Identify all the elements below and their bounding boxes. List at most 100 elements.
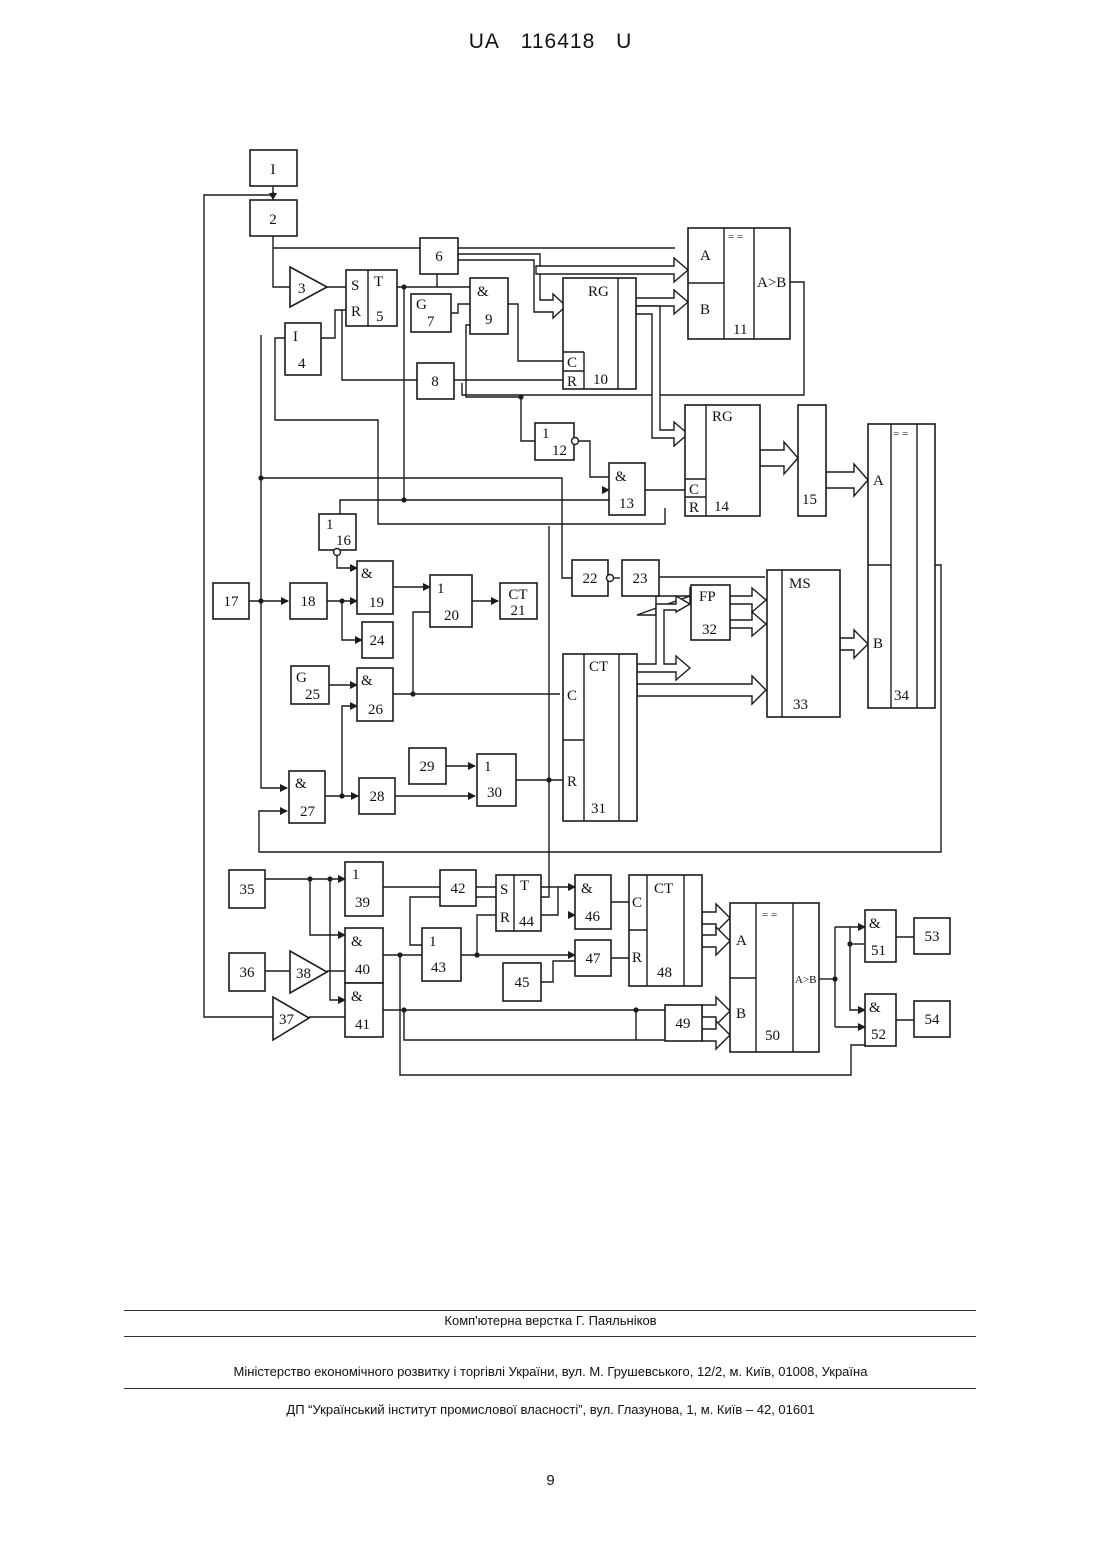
and-gate-41-label: 41 xyxy=(355,1017,370,1033)
block-29-label: 29 xyxy=(420,759,435,775)
or-gate-43-symbol: 1 xyxy=(429,934,437,950)
block-24: 24 xyxy=(362,622,393,658)
comparator-11: A B = = A>B 11 xyxy=(688,228,790,339)
register-14-c: C xyxy=(689,482,699,498)
and-gate-51-symbol: & xyxy=(869,916,881,932)
counter-48-ct: CT xyxy=(654,881,673,897)
and-gate-40-symbol: & xyxy=(351,934,363,950)
and-gate-41-symbol: & xyxy=(351,989,363,1005)
and-gate-40-label: 40 xyxy=(355,962,370,978)
and-gate-26-label: 26 xyxy=(368,702,384,718)
and-gate-19-label: 19 xyxy=(369,595,384,611)
trigger-44-r: R xyxy=(500,910,510,926)
or-gate-20-symbol: 1 xyxy=(437,581,445,597)
register-10: RG C R 10 xyxy=(563,278,636,390)
and-gate-46: & 46 xyxy=(575,875,611,929)
and-gate-26-symbol: & xyxy=(361,673,373,689)
counter-48-label: 48 xyxy=(657,965,672,981)
bus-arrow xyxy=(637,676,766,704)
and-gate-52-label: 52 xyxy=(871,1027,886,1043)
generator-25: G 25 xyxy=(291,666,329,704)
register-10-r: R xyxy=(567,374,577,390)
or-gate-43: 1 43 xyxy=(422,928,461,981)
block-2-label: 2 xyxy=(269,212,277,228)
generator-7-g: G xyxy=(416,297,427,313)
wire xyxy=(273,236,290,287)
block-15-label: 15 xyxy=(802,492,817,508)
generator-25-g: G xyxy=(296,670,307,686)
generator-7: G 7 xyxy=(411,294,451,332)
footer-ministry: Міністерство економічного розвитку і тор… xyxy=(0,1364,1101,1379)
or-gate-39-symbol: 1 xyxy=(352,867,360,883)
block-54-label: 54 xyxy=(925,1012,941,1028)
junction-dot xyxy=(474,952,479,957)
block-15: 15 xyxy=(798,405,826,516)
block-1: I xyxy=(250,150,297,186)
trigger-5-r: R xyxy=(351,304,361,320)
and-gate-41: & 41 xyxy=(345,983,383,1037)
wire xyxy=(310,879,345,935)
junction-dot xyxy=(258,598,263,603)
counter-31: CT C R 31 xyxy=(563,654,637,821)
block-17: 17 xyxy=(213,583,249,619)
block-28: 28 xyxy=(359,778,395,814)
or-gate-12-label: 12 xyxy=(552,443,567,459)
block-49-label: 49 xyxy=(676,1016,691,1032)
arrow-head xyxy=(491,597,499,605)
arrow-head xyxy=(468,762,476,770)
footer-rule xyxy=(124,1388,976,1389)
or-gate-4: I 4 xyxy=(285,323,321,375)
wire xyxy=(330,879,345,1000)
junction-dot xyxy=(339,598,344,603)
counter-21-label: 21 xyxy=(511,603,526,619)
register-14: RG C R 14 xyxy=(685,405,760,516)
counter-48: CT C R 48 xyxy=(629,875,702,986)
and-gate-40: & 40 xyxy=(345,928,383,983)
block-17-label: 17 xyxy=(224,594,240,610)
block-45: 45 xyxy=(503,963,541,1001)
arrow-head xyxy=(280,807,288,815)
comparator-50-a: A xyxy=(736,933,747,949)
amplifier-38: 38 xyxy=(290,951,327,993)
footer-institute: ДП “Український інститут промислової вла… xyxy=(0,1402,1101,1417)
block-47-label: 47 xyxy=(586,951,602,967)
trigger-5-label: 5 xyxy=(376,309,384,325)
multiplexer-33-label: 33 xyxy=(793,697,808,713)
register-14-rg: RG xyxy=(712,409,733,425)
or-gate-16-label: 16 xyxy=(336,533,352,549)
generator-7-label: 7 xyxy=(427,314,435,330)
footer-typesetter: Комп'ютерна верстка Г. Паяльніков xyxy=(0,1313,1101,1328)
junction-dot xyxy=(847,941,852,946)
comparator-11-eq: = = xyxy=(728,231,743,243)
wire xyxy=(578,441,609,477)
and-gate-27-symbol: & xyxy=(295,776,307,792)
amplifier-37: 37 xyxy=(273,997,309,1040)
comparator-34: = = A B 34 xyxy=(868,424,935,708)
junction-dot xyxy=(410,691,415,696)
bus-arrow xyxy=(730,588,766,612)
amplifier-3-label: 3 xyxy=(298,281,306,297)
bus-arrow xyxy=(637,596,690,680)
bus-arrow xyxy=(702,1021,730,1049)
generator-25-label: 25 xyxy=(305,687,320,703)
block-45-label: 45 xyxy=(515,975,530,991)
junction-dot xyxy=(401,1007,406,1012)
and-gate-27: & 27 xyxy=(289,771,325,823)
and-gate-51: & 51 xyxy=(865,910,896,962)
block-8: 8 xyxy=(417,363,454,399)
block-35: 35 xyxy=(229,870,265,908)
or-gate-12-symbol: 1 xyxy=(542,426,550,442)
comparator-34-label: 34 xyxy=(894,688,910,704)
block-35-label: 35 xyxy=(240,882,255,898)
wire xyxy=(541,961,575,982)
and-gate-51-label: 51 xyxy=(871,943,886,959)
register-14-r: R xyxy=(689,500,699,516)
block-53: 53 xyxy=(914,918,950,954)
bus-arrow xyxy=(826,464,868,496)
footer-rule xyxy=(124,1310,976,1311)
block-8-label: 8 xyxy=(431,374,439,390)
comparator-11-a: A xyxy=(700,248,711,264)
wire xyxy=(477,915,496,955)
comparator-50-label: 50 xyxy=(765,1028,780,1044)
junction-dot xyxy=(327,876,332,881)
